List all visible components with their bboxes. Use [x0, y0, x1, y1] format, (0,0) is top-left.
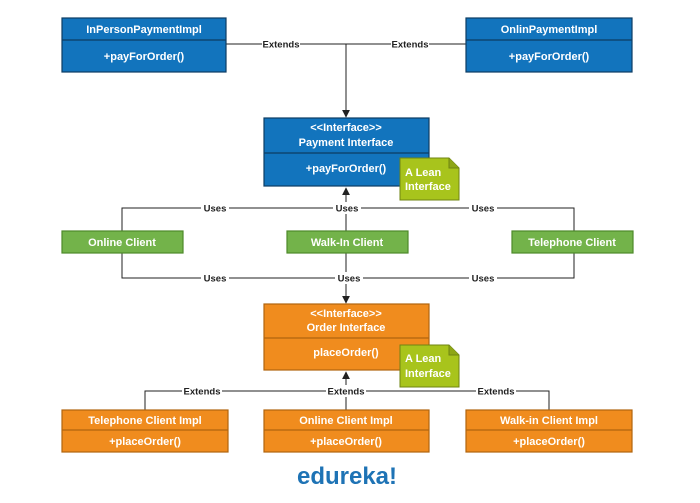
- edge-labels: Extends Extends Uses Uses Uses Uses Uses…: [182, 38, 516, 398]
- uses-label: Uses: [338, 274, 361, 285]
- class-name: OnlinPaymentImpl: [501, 24, 598, 36]
- telephone-client-box: Telephone Client: [511, 230, 634, 254]
- interface-method: +payForOrder(): [306, 163, 387, 175]
- inperson-payment-impl-box: InPersonPaymentImpl +payForOrder(): [61, 17, 227, 73]
- interface-name: Order Interface: [307, 322, 386, 334]
- interface-method: placeOrder(): [313, 347, 379, 359]
- uses-label: Uses: [204, 274, 227, 285]
- extends-label: Extends: [328, 387, 365, 398]
- telephone-client-impl-box: Telephone Client Impl +placeOrder(): [61, 409, 229, 453]
- uses-label: Uses: [472, 274, 495, 285]
- edureka-logo: edureka!: [297, 463, 397, 490]
- class-name: Telephone Client Impl: [88, 415, 201, 427]
- online-client-box: Online Client: [61, 230, 184, 254]
- client-name: Walk-In Client: [311, 237, 384, 249]
- extends-label: Extends: [184, 387, 221, 398]
- class-method: +payForOrder(): [104, 51, 185, 63]
- extends-label: Extends: [478, 387, 515, 398]
- interface-stereotype: <<Interface>>: [310, 308, 382, 320]
- extends-edge-inperson: [226, 43, 350, 118]
- uses-label: Uses: [204, 204, 227, 215]
- walkin-client-box: Walk-In Client: [286, 230, 409, 254]
- online-client-impl-box: Online Client Impl +placeOrder(): [263, 409, 430, 453]
- class-method: +placeOrder(): [310, 436, 382, 448]
- client-name: Online Client: [88, 237, 156, 249]
- client-name: Telephone Client: [528, 237, 616, 249]
- note-line: A Lean: [405, 167, 442, 179]
- uses-label: Uses: [336, 204, 359, 215]
- lean-interface-note: A Lean Interface: [399, 344, 460, 388]
- class-method: +payForOrder(): [509, 51, 590, 63]
- interface-stereotype: <<Interface>>: [310, 122, 382, 134]
- note-line: A Lean: [405, 353, 442, 365]
- class-method: +placeOrder(): [109, 436, 181, 448]
- lean-interface-note: A Lean Interface: [399, 157, 460, 201]
- class-name: Online Client Impl: [299, 415, 393, 427]
- class-name: InPersonPaymentImpl: [86, 24, 202, 36]
- onlin-payment-impl-box: OnlinPaymentImpl +payForOrder(): [465, 17, 633, 73]
- note-line: Interface: [405, 368, 451, 380]
- class-method: +placeOrder(): [513, 436, 585, 448]
- extends-label: Extends: [263, 40, 300, 51]
- note-line: Interface: [405, 181, 451, 193]
- uses-label: Uses: [472, 204, 495, 215]
- class-name: Walk-in Client Impl: [500, 415, 598, 427]
- walkin-client-impl-box: Walk-in Client Impl +placeOrder(): [465, 409, 633, 453]
- extends-label: Extends: [392, 40, 429, 51]
- interface-name: Payment Interface: [299, 137, 394, 149]
